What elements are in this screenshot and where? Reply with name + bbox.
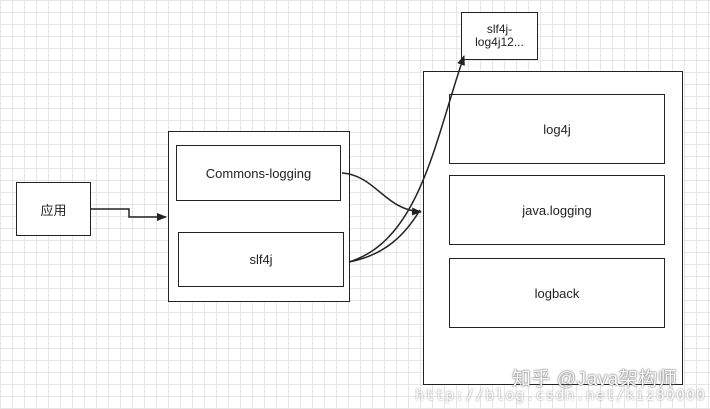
java-logging-label: java.logging: [522, 202, 592, 218]
log4j-node: log4j: [449, 94, 665, 164]
logback-node: logback: [449, 258, 665, 328]
slf4j-bridge-node: slf4j- log4j12...: [461, 12, 538, 60]
slf4j-to-impl-connector: [348, 209, 421, 263]
log4j-label: log4j: [543, 121, 571, 137]
bridge-label-line1: slf4j-: [486, 22, 513, 36]
commons-logging-label: Commons-logging: [205, 165, 312, 181]
slf4j-node: slf4j: [178, 232, 344, 287]
commons-to-impl-connector: [341, 172, 422, 216]
java-logging-node: java.logging: [449, 175, 665, 245]
slf4j-label: slf4j: [249, 252, 273, 267]
app-label: 应用: [40, 202, 67, 218]
app-node: 应用: [16, 182, 91, 236]
logback-label: logback: [534, 285, 580, 301]
app-to-facade-connector: [91, 208, 167, 221]
watermark-text: 知乎 @Java架构师: [512, 369, 678, 390]
commons-logging-node: Commons-logging: [176, 145, 341, 201]
bridge-label-line2: log4j12...: [475, 35, 524, 49]
watermark-url: http://blog.csdn.net/kiz80000: [415, 386, 706, 404]
